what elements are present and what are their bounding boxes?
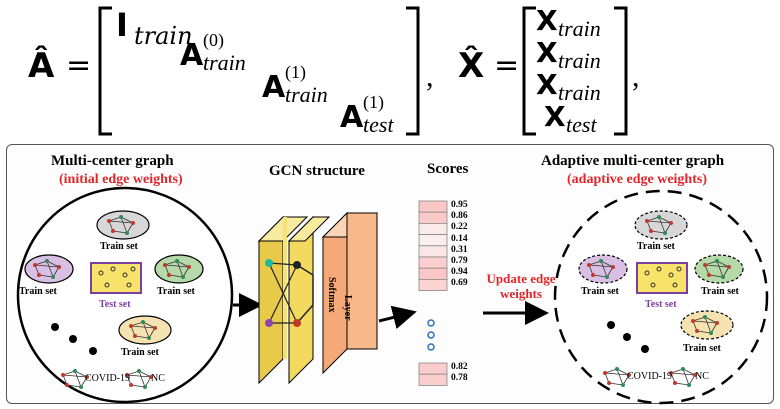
- score-bars: [418, 200, 448, 386]
- left-cluster-left: [24, 254, 74, 284]
- right-subtitle: (adaptive edge weights): [567, 172, 707, 187]
- gcn-title: GCN structure: [269, 163, 365, 179]
- x-train-3: X: [536, 68, 558, 101]
- right-graph-panel: [553, 189, 769, 405]
- left-cluster-right: [154, 254, 204, 284]
- x-test: X: [544, 100, 566, 133]
- right-boundary-circle: [553, 189, 769, 405]
- score-bar-2: [418, 223, 448, 236]
- gcn-layer-2: [288, 215, 314, 385]
- score-bar-0: [418, 200, 448, 213]
- score-bottom-bar-1: [418, 373, 448, 386]
- score-ellipsis-3: [427, 343, 435, 351]
- right-train-label-bottom: Train set: [683, 343, 721, 354]
- left-cluster-bottom: [118, 315, 172, 345]
- score-label-7: 0.69: [451, 278, 468, 289]
- left-train-label-left: Train set: [19, 286, 57, 297]
- left-dot-2: [69, 335, 77, 343]
- left-test-box: [90, 262, 142, 294]
- comma-1: ,: [426, 60, 434, 93]
- a1-test-subscript: test: [363, 112, 394, 137]
- pipeline-graphics: [16, 186, 769, 405]
- right-test-box: [636, 262, 688, 294]
- score-bar-4: [418, 245, 448, 258]
- equals-sign: =: [66, 48, 92, 83]
- left-legend-nc: NC: [151, 373, 165, 384]
- pipeline-figure: Multi-center graph (initial edge weights…: [6, 144, 774, 405]
- equation-brackets: [98, 6, 628, 136]
- score-bottom-bar-0: [418, 362, 448, 375]
- identity-symbol: I: [116, 6, 128, 44]
- a1-test-symbol: A: [340, 100, 364, 135]
- score-label-6: 0.94: [451, 267, 468, 278]
- x-hat-symbol: X̂: [458, 46, 485, 86]
- a1-train-subscript: train: [285, 82, 328, 107]
- left-subtitle: (initial edge weights): [59, 172, 183, 187]
- equals-sign-2: =: [494, 48, 520, 83]
- score-bar-5: [418, 256, 448, 269]
- score-bottom-label-0: 0.82: [451, 362, 468, 372]
- right-legend-covid: COVID-19: [627, 371, 672, 382]
- left-train-label-bottom: Train set: [121, 347, 159, 358]
- left-dot-1: [51, 323, 59, 331]
- identity-subscript: train: [134, 22, 193, 50]
- update-edge-weights-label: Update edge weights: [486, 271, 556, 301]
- score-ellipsis-1: [427, 319, 435, 327]
- left-test-label: Test set: [99, 299, 131, 310]
- left-graph-panel: [16, 186, 234, 404]
- a1-train-superscript: (1): [285, 62, 306, 82]
- equation: Â = I train A (0) train A (1) train A (1…: [0, 0, 780, 140]
- x-train-1-sub: train: [558, 16, 601, 41]
- right-test-label: Test set: [645, 299, 677, 310]
- left-cluster-top: [96, 210, 150, 240]
- score-label-0: 0.95: [451, 200, 468, 210]
- score-bar-1: [418, 211, 448, 224]
- right-legend-nc: NC: [695, 371, 709, 382]
- left-boundary-circle: [16, 186, 234, 404]
- layer-label: Layer: [342, 295, 353, 321]
- right-title: Adaptive multi-center graph: [541, 153, 725, 169]
- score-label-3: 0.14: [451, 233, 468, 244]
- score-bottom-label-1: 0.78: [451, 373, 468, 384]
- x-test-sub: test: [566, 112, 597, 137]
- score-label-1: 0.86: [451, 211, 468, 222]
- left-train-label-top: Train set: [100, 241, 138, 252]
- score-label-5: 0.79: [451, 256, 468, 266]
- gcn-structure: [257, 211, 379, 385]
- x-train-2-sub: train: [558, 48, 601, 73]
- left-title: Multi-center graph: [51, 153, 174, 169]
- x-train-2: X: [536, 36, 558, 69]
- score-bar-7: [418, 278, 448, 291]
- a0-symbol: A: [180, 38, 204, 73]
- arrow-to-scores: [378, 305, 417, 330]
- scores-title: Scores: [427, 161, 469, 177]
- score-label-4: 0.31: [451, 244, 468, 255]
- softmax-label: Softmax: [326, 277, 337, 313]
- a1-test-superscript: (1): [363, 92, 384, 112]
- score-bar-3: [418, 234, 448, 247]
- right-train-label-left: Train set: [581, 286, 619, 297]
- score-bar-6: [418, 267, 448, 280]
- right-train-label-top: Train set: [637, 241, 675, 252]
- x-train-1: X: [536, 4, 558, 37]
- a1-train-symbol: A: [262, 70, 286, 105]
- a0-subscript: train: [203, 50, 246, 75]
- score-ellipsis-2: [427, 331, 435, 339]
- score-label-2: 0.22: [451, 222, 468, 233]
- left-legend-covid: COVID-19: [85, 373, 130, 384]
- left-dot-3: [89, 347, 97, 355]
- left-train-label-right: Train set: [157, 286, 195, 297]
- comma-2: ,: [632, 60, 640, 93]
- a0-superscript: (0): [203, 30, 224, 50]
- x-train-3-sub: train: [558, 80, 601, 105]
- right-train-label-right: Train set: [701, 286, 739, 297]
- a-hat-symbol: Â: [28, 46, 55, 86]
